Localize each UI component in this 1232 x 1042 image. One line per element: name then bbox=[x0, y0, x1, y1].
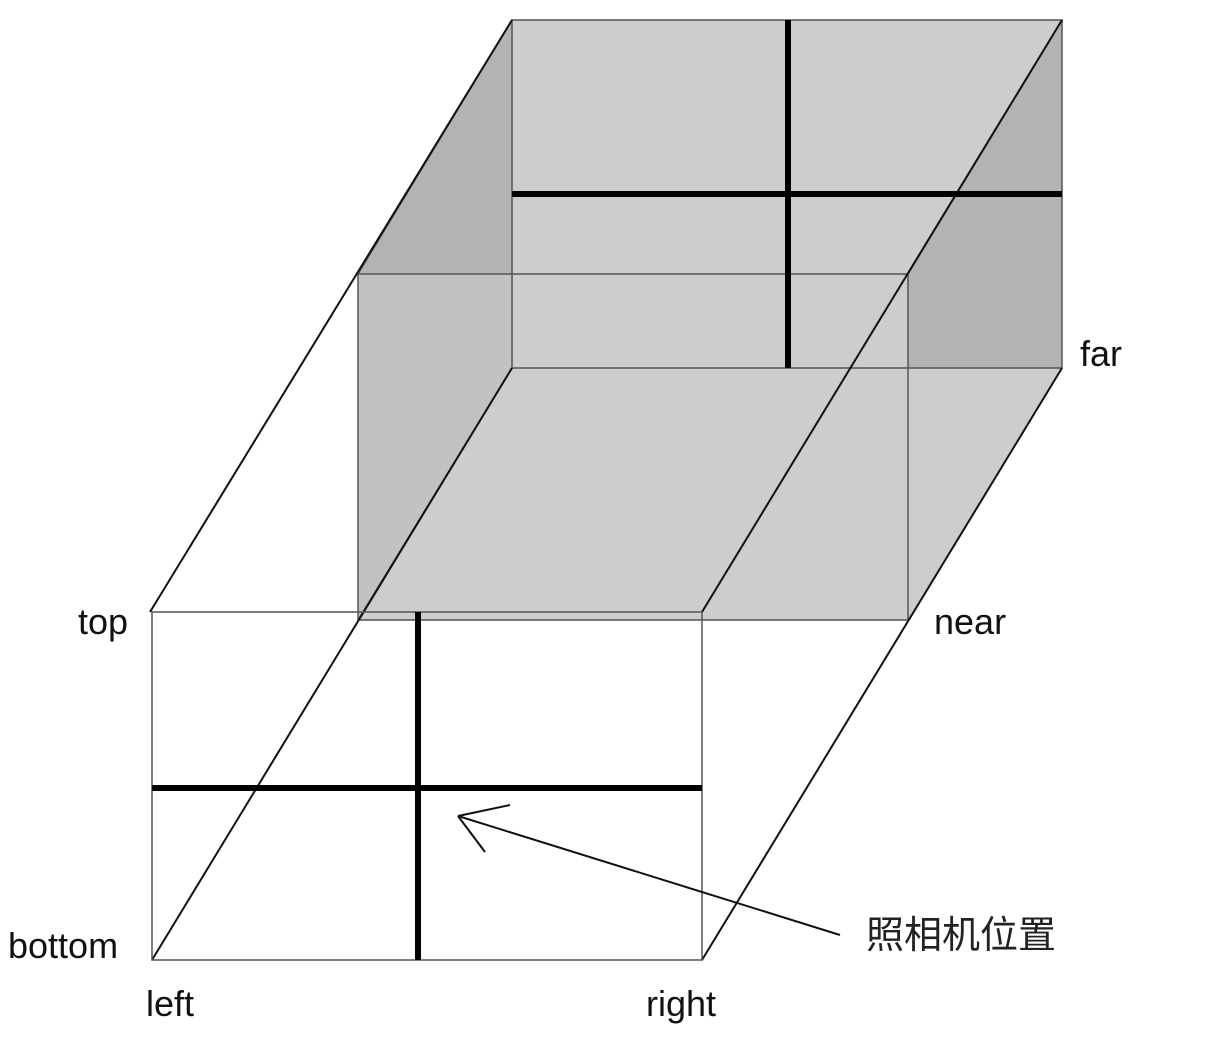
camera-position-arrow bbox=[457, 804, 841, 936]
far-crosshair bbox=[512, 20, 1062, 368]
near-crosshair bbox=[152, 612, 702, 960]
frustum-edges bbox=[149, 19, 1063, 961]
label-right: right bbox=[646, 983, 716, 1024]
label-far: far bbox=[1080, 333, 1122, 374]
far-front-face-overlap bbox=[358, 274, 908, 620]
label-top: top bbox=[78, 601, 128, 642]
label-near: near bbox=[934, 601, 1006, 642]
label-camera-position: 照相机位置 bbox=[866, 913, 1056, 957]
label-bottom: bottom bbox=[8, 925, 118, 966]
label-left: left bbox=[146, 983, 194, 1024]
